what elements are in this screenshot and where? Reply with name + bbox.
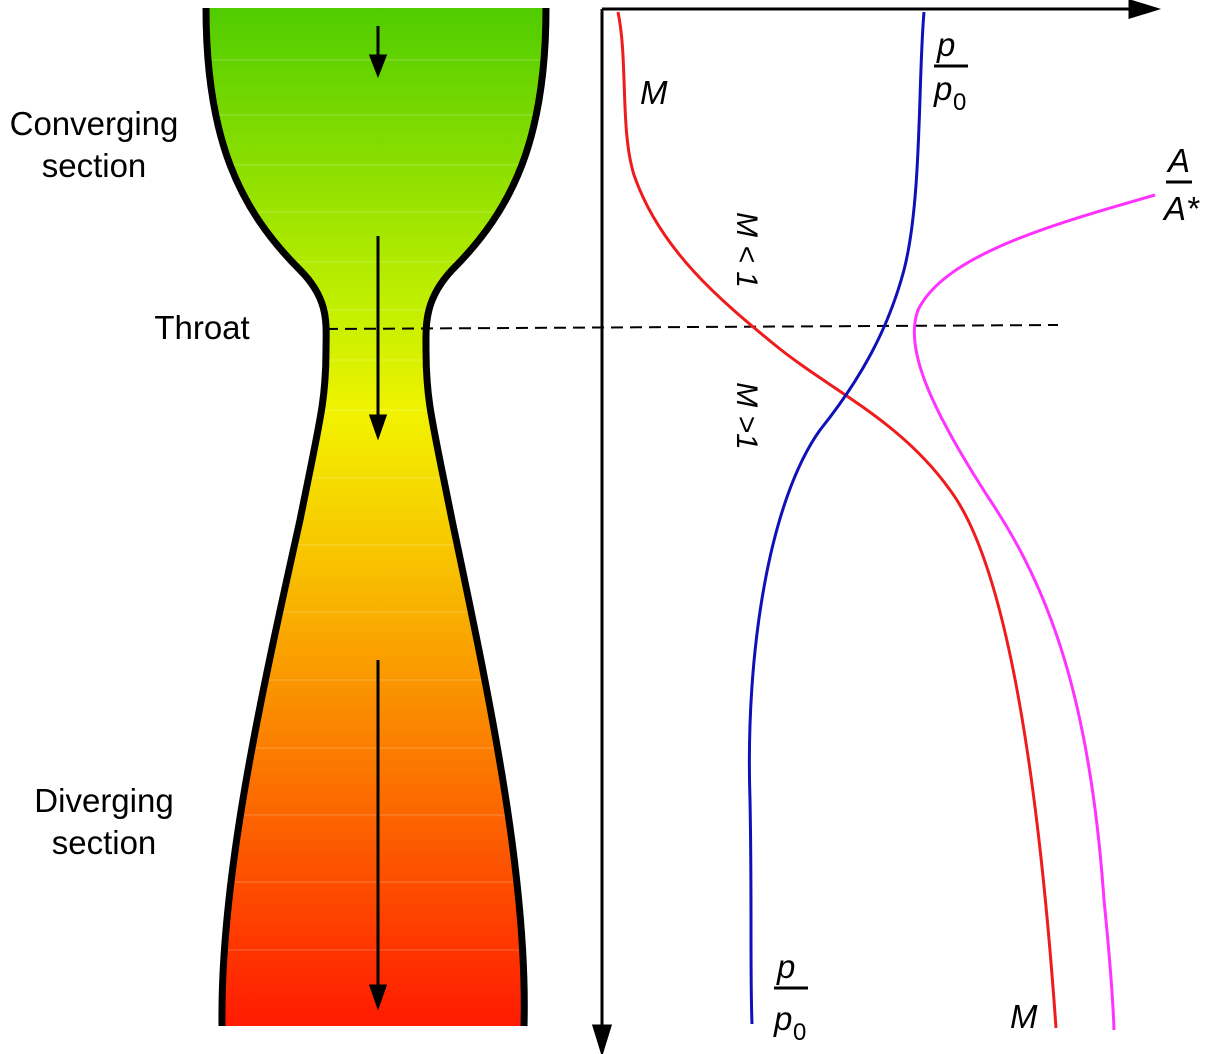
- nozzle-left-wall: [202, 7, 330, 1027]
- subsonic-label: M < 1: [730, 212, 763, 288]
- pressure-label-bottom-denominator: p: [773, 1000, 792, 1037]
- throat-label: Throat: [154, 309, 249, 346]
- mach-number-curve: [616, 11, 1058, 1029]
- plot-axes: [591, 0, 1162, 1054]
- nozzle-right-wall: [422, 7, 550, 1027]
- throat-line: [325, 324, 1059, 330]
- pressure-ratio-label-top: p p 0: [933, 26, 968, 116]
- pressure-label-bottom-subscript: 0: [793, 1019, 806, 1046]
- mach-label-top: M: [640, 74, 668, 111]
- diverging-label-line2: section: [52, 824, 157, 861]
- area-ratio-label: A A*: [1162, 142, 1200, 227]
- area-ratio-curve: [912, 193, 1156, 1031]
- area-label-denominator: A*: [1162, 190, 1200, 227]
- flow-arrows: [368, 26, 388, 1011]
- pressure-label-top-denominator: p: [933, 70, 952, 107]
- pressure-label-bottom-numerator: p: [776, 948, 795, 985]
- pressure-label-top-subscript: 0: [953, 89, 966, 116]
- pressure-label-top-numerator: p: [936, 26, 955, 63]
- mach-label-bottom: M: [1010, 998, 1038, 1035]
- pressure-ratio-label-bottom: p p 0: [773, 948, 808, 1046]
- area-label-numerator: A: [1166, 142, 1190, 179]
- pressure-ratio-curve: [747, 11, 926, 1025]
- nozzle-body: [202, 7, 550, 1027]
- converging-label-line2: section: [42, 147, 147, 184]
- converging-label-line1: Converging: [10, 105, 179, 142]
- diverging-label-line1: Diverging: [34, 782, 173, 819]
- supersonic-label: M >1: [730, 382, 763, 450]
